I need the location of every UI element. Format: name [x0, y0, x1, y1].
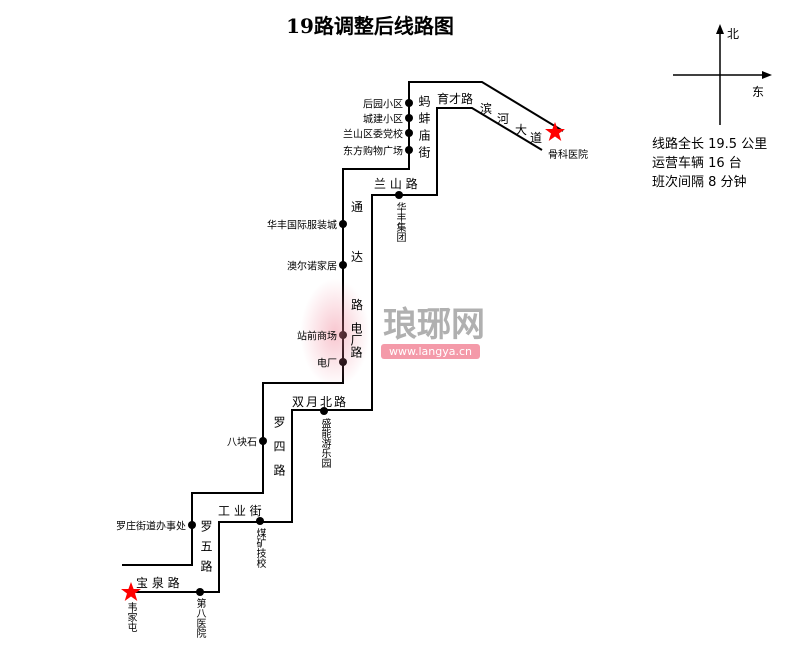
route-interval: 班次间隔 8 分钟	[652, 175, 747, 190]
road-tongda-3: 路	[351, 298, 364, 312]
route-outer-line	[122, 81, 564, 566]
watermark-logo-icon	[300, 278, 370, 388]
road-binhe-4: 道	[530, 131, 543, 145]
stop-dot	[339, 261, 347, 269]
watermark-name: 琅琊网	[383, 305, 485, 345]
compass-north-label: 北	[727, 27, 740, 41]
stop-huafeng-group: 华丰集团	[394, 202, 405, 242]
stop-dot	[395, 191, 403, 199]
stop-dot	[339, 220, 347, 228]
stop-dot	[259, 437, 267, 445]
road-lusi: 罗四路	[272, 416, 286, 488]
stop-meikuang: 煤矿技校	[254, 528, 265, 568]
road-mabang: 蚂蚌庙街	[417, 95, 431, 163]
stop-lanshanqu: 兰山区委党校	[343, 129, 403, 141]
road-gongye: 工 业 街	[218, 504, 262, 518]
road-yucai: 育才路	[437, 92, 474, 106]
stop-dot	[320, 407, 328, 415]
watermark-url: www.langya.cn	[381, 344, 480, 359]
stop-dot	[256, 517, 264, 525]
compass	[673, 28, 768, 125]
stop-guke: 骨科医院	[548, 150, 588, 161]
road-binhe-1: 滨	[480, 102, 493, 116]
stop-aoer: 澳尔诺家居	[287, 261, 337, 273]
terminal-star-icon	[545, 122, 565, 141]
road-tongda-1: 通	[351, 200, 364, 214]
compass-east-label: 东	[752, 85, 765, 99]
route-inner-line	[131, 107, 543, 593]
stop-luozhuang: 罗庄街道办事处	[116, 521, 186, 533]
road-binhe-3: 大	[515, 123, 528, 137]
road-baoquan: 宝 泉 路	[136, 576, 180, 590]
stop-diba: 第八医院	[194, 598, 205, 638]
stop-bakuaishi: 八块石	[227, 437, 257, 449]
road-binhe-2: 河	[497, 112, 510, 126]
compass-north-arrow	[716, 24, 724, 34]
stop-zhanqian: 站前商场	[297, 331, 337, 343]
stop-huafeng-city: 华丰国际服装城	[267, 220, 337, 232]
stop-dot	[405, 146, 413, 154]
map-title: 19路调整后线路图	[286, 14, 454, 38]
stop-chengjian: 城建小区	[363, 114, 403, 126]
stop-houyuan: 后园小区	[363, 99, 403, 111]
route-vehicles: 运营车辆 16 台	[652, 156, 742, 171]
route-info: 线路全长 19.5 公里 运营车辆 16 台 班次间隔 8 分钟	[652, 135, 767, 192]
stop-dot	[339, 331, 347, 339]
stop-dot	[188, 521, 196, 529]
stop-dot	[405, 99, 413, 107]
stop-dot	[405, 114, 413, 122]
route-length: 线路全长 19.5 公里	[652, 137, 768, 152]
terminal-star-icon	[121, 582, 141, 601]
stop-shengneng: 盛能游乐园	[319, 418, 330, 468]
stop-dot	[405, 129, 413, 137]
road-lanshan: 兰 山 路	[374, 177, 418, 191]
road-dianchang: 电厂路	[349, 322, 363, 358]
road-luwu: 罗五路	[199, 520, 213, 580]
compass-east-arrow	[762, 71, 772, 79]
stop-weijiatun: 韦家屯	[125, 602, 136, 632]
road-shuangyue: 双月北路	[292, 395, 349, 409]
stop-dongfang: 东方购物广场	[343, 146, 403, 158]
stop-dot	[196, 588, 204, 596]
road-tongda-2: 达	[351, 250, 364, 264]
stop-dot	[339, 358, 347, 366]
stop-dianchang: 电厂	[317, 358, 337, 370]
